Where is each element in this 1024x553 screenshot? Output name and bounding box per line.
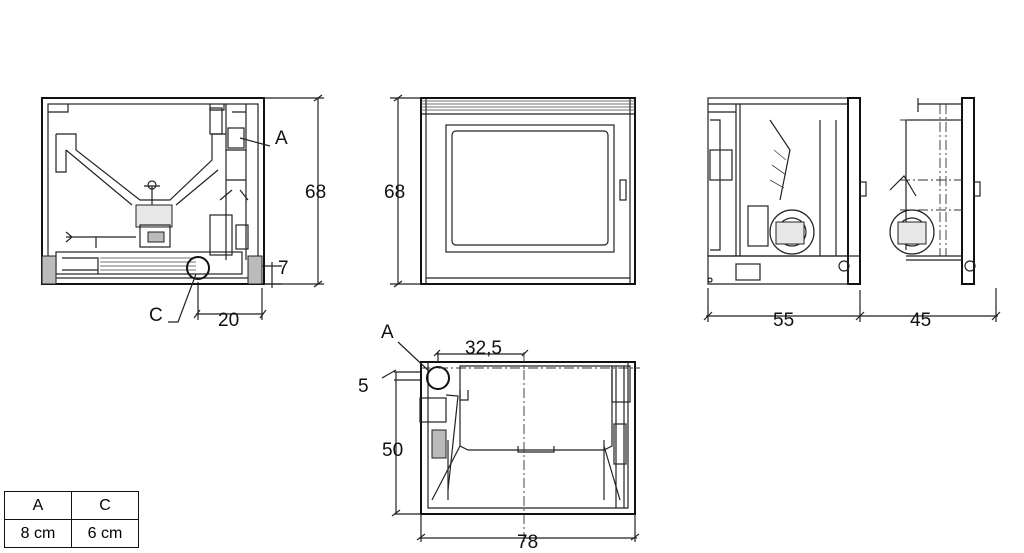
side-view-left bbox=[707, 97, 867, 285]
legend-value-row: 8 cm 6 cm bbox=[4, 519, 139, 548]
front-dim-offset: 7 bbox=[278, 258, 289, 279]
legend-value-c: 6 cm bbox=[71, 519, 139, 548]
door-dim-height: 68 bbox=[384, 182, 405, 203]
top-view bbox=[381, 341, 640, 542]
top-label-a: A bbox=[381, 322, 394, 343]
front-dim-height: 68 bbox=[305, 182, 326, 203]
legend-header-c: C bbox=[71, 491, 139, 520]
legend-header-row: A C bbox=[4, 491, 139, 520]
front-section-view bbox=[41, 94, 324, 323]
door-view bbox=[390, 94, 636, 288]
legend-table: A C 8 cm 6 cm bbox=[4, 491, 139, 548]
side-dim-depth-right: 45 bbox=[910, 310, 931, 331]
top-dim-depth: 50 bbox=[382, 440, 403, 461]
top-dim-offset-a: 32,5 bbox=[465, 338, 502, 359]
front-label-c: C bbox=[149, 305, 163, 326]
top-dim-width: 78 bbox=[517, 532, 538, 553]
front-dim-width: 20 bbox=[218, 310, 239, 331]
side-dim-depth-left: 55 bbox=[773, 310, 794, 331]
side-view-right bbox=[703, 97, 1001, 322]
legend-header-a: A bbox=[4, 491, 72, 520]
top-dim-offset-small: 5 bbox=[358, 376, 369, 397]
front-label-a: A bbox=[275, 128, 288, 149]
legend-value-a: 8 cm bbox=[4, 519, 72, 548]
